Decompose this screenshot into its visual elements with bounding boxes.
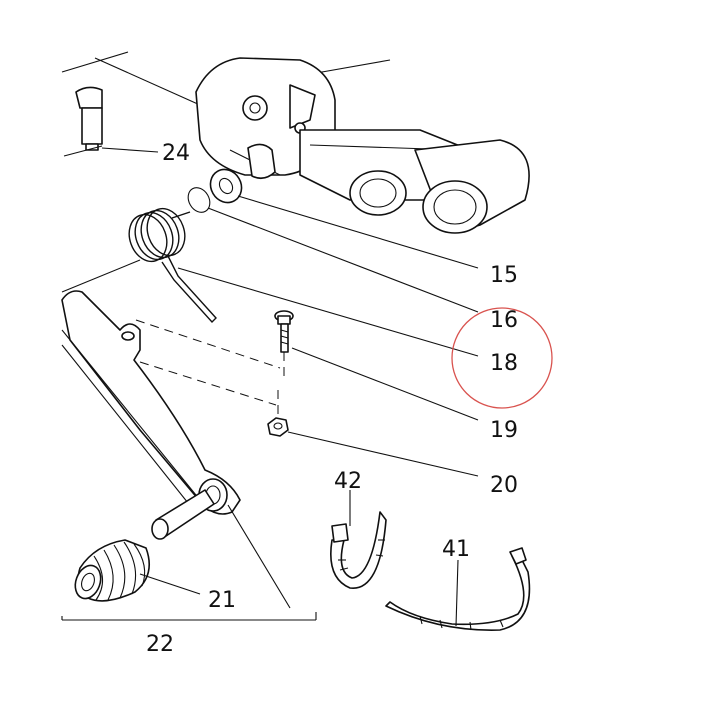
callout-19: 19	[490, 418, 518, 443]
part-20-nut	[267, 417, 289, 437]
callout-22: 22	[146, 632, 174, 657]
callout-16: 16	[490, 308, 518, 333]
part-41-long-strap	[385, 547, 531, 631]
callout-41: 41	[442, 537, 470, 562]
callout-20: 20	[490, 473, 518, 498]
upper-bracket-assembly	[61, 51, 530, 234]
part-18-torsion-spring	[128, 207, 217, 324]
part-21-rubber-boot	[74, 539, 150, 602]
leader-lines	[139, 195, 479, 627]
callout-21: 21	[208, 588, 236, 613]
part-16-snap-ring	[187, 187, 211, 213]
part-22-bracket	[61, 612, 317, 621]
callout-42: 42	[334, 469, 362, 494]
part-19-bolt	[274, 310, 294, 353]
callout-15: 15	[490, 263, 518, 288]
assembly-dashed-lines	[135, 319, 285, 414]
part-15-washer	[209, 168, 243, 204]
callout-24: 24	[162, 141, 190, 166]
callout-18: 18	[490, 351, 518, 376]
highlight-circle	[451, 307, 553, 409]
part-22-pedal-arm	[61, 259, 291, 609]
part-24-clip-pin	[63, 86, 159, 157]
part-42-strap	[330, 511, 387, 589]
